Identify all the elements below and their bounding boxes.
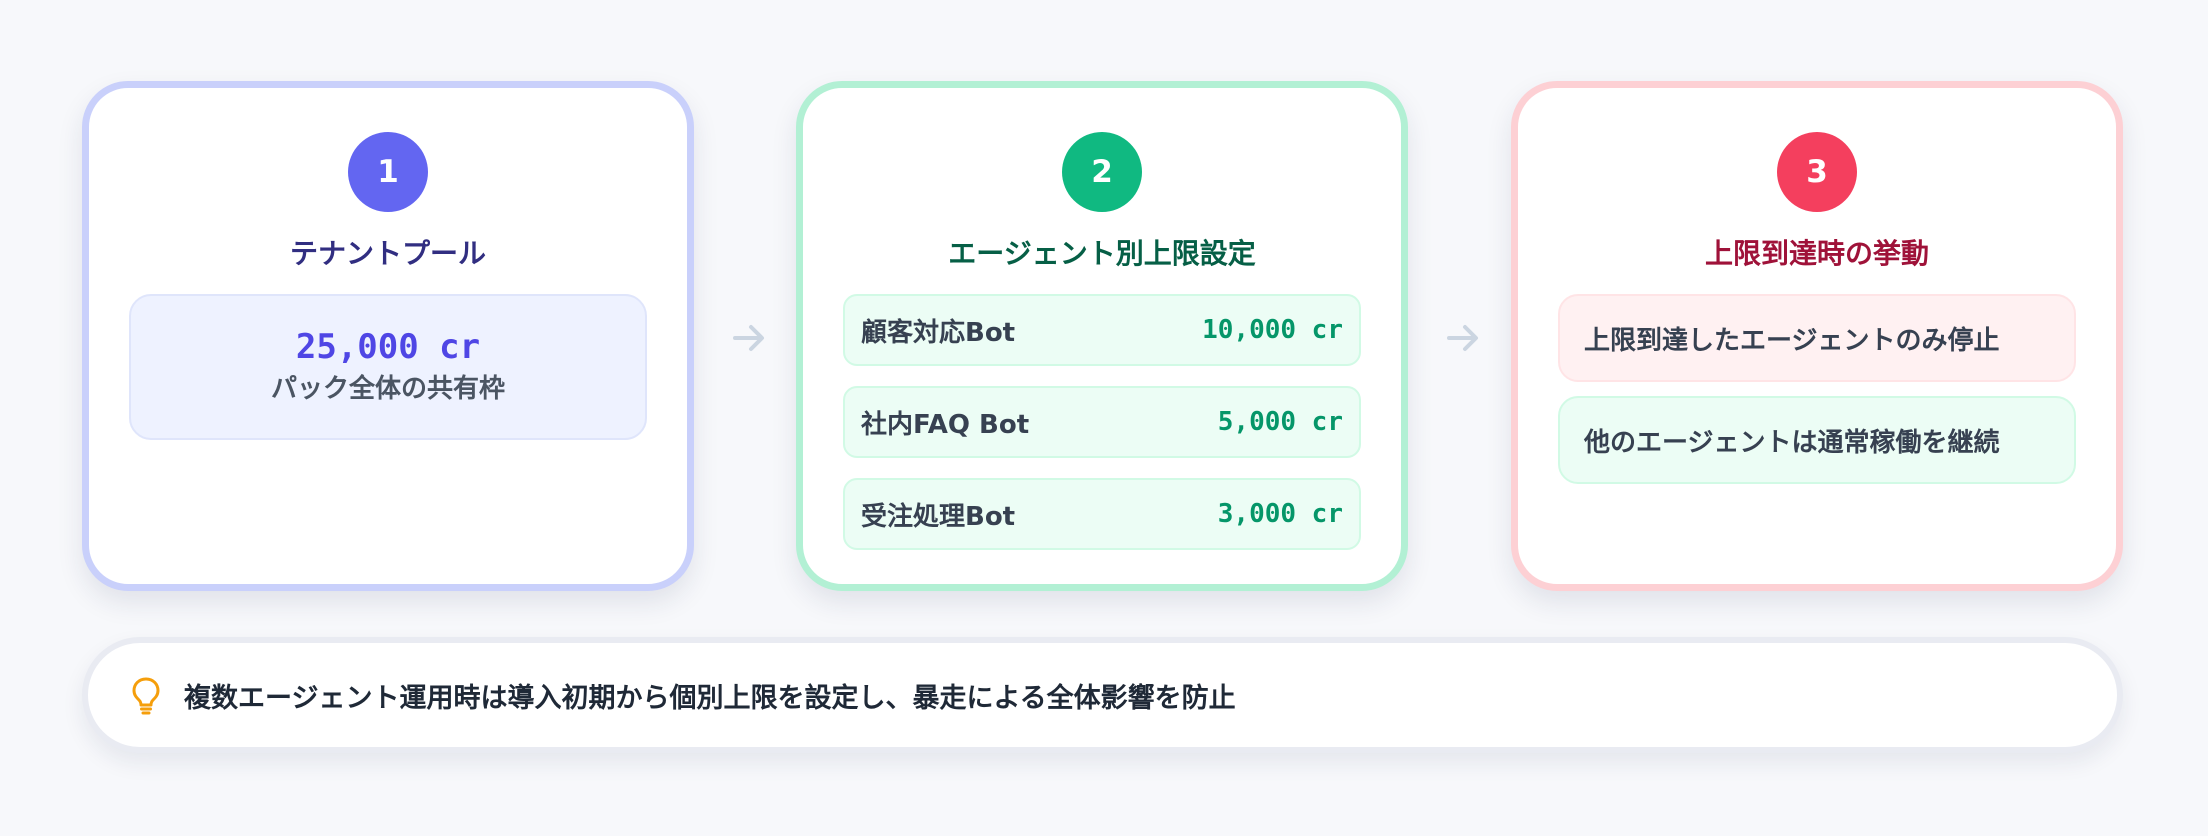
pool-box: 25,000 cr パック全体の共有枠 [129, 294, 647, 440]
step-number-badge: 3 [1777, 132, 1857, 212]
arrow-right-icon [1447, 325, 1478, 351]
agent-name: 受注処理Bot [861, 501, 1016, 532]
lightbulb-icon [132, 677, 160, 715]
behavior-continue: 他のエージェントは通常稼働を継続 [1558, 396, 2076, 484]
agent-name: 社内FAQ Bot [861, 409, 1030, 440]
agent-limit: 3,000 cr [1217, 499, 1343, 529]
step-card-agent-limits: 2 エージェント別上限設定 顧客対応Bot 10,000 cr 社内FAQ Bo… [796, 81, 1408, 591]
agent-name: 顧客対応Bot [861, 317, 1016, 348]
step-title: テナントプール [289, 237, 486, 270]
agent-limit: 10,000 cr [1202, 315, 1343, 345]
arrow-right-icon [733, 325, 764, 351]
pool-label: パック全体の共有枠 [270, 374, 505, 404]
behavior-stop: 上限到達したエージェントのみ停止 [1558, 294, 2076, 382]
step-number-badge: 2 [1062, 132, 1142, 212]
step-card-tenant-pool: 1 テナントプール 25,000 cr パック全体の共有枠 [82, 81, 694, 591]
step-title: 上限到達時の挙動 [1704, 237, 1929, 270]
step-title: エージェント別上限設定 [948, 237, 1256, 270]
pool-value: 25,000 cr [295, 327, 481, 367]
step-number-badge: 1 [348, 132, 428, 212]
agent-row: 顧客対応Bot 10,000 cr [843, 294, 1361, 366]
step-card-limit-behavior: 3 上限到達時の挙動 上限到達したエージェントのみ停止 他のエージェントは通常稼… [1511, 81, 2123, 591]
tip-text: 複数エージェント運用時は導入初期から個別上限を設定し、暴走による全体影響を防止 [184, 682, 1236, 714]
agent-row: 受注処理Bot 3,000 cr [843, 478, 1361, 550]
agent-limit: 5,000 cr [1217, 407, 1343, 437]
agent-row: 社内FAQ Bot 5,000 cr [843, 386, 1361, 458]
tip-banner: 複数エージェント運用時は導入初期から個別上限を設定し、暴走による全体影響を防止 [82, 637, 2123, 753]
